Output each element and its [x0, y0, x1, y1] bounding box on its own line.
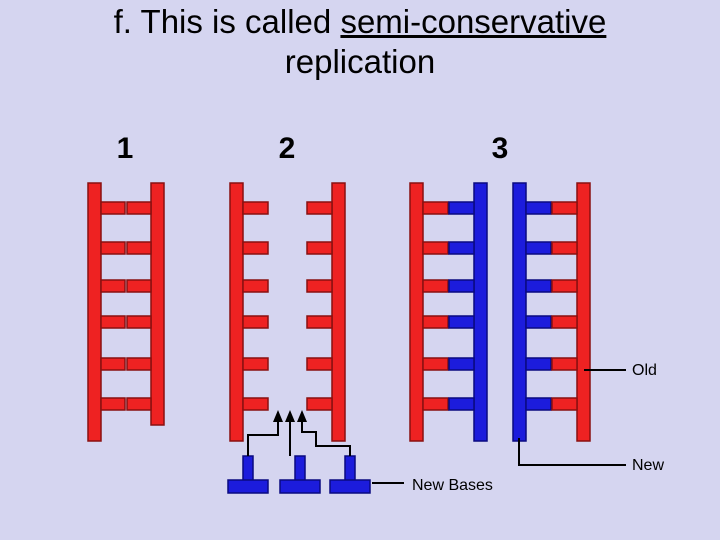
- old-base: [100, 279, 126, 293]
- arrow-line: [301, 420, 351, 456]
- old-base: [126, 397, 152, 411]
- old-base: [126, 201, 152, 215]
- new-bases-group: [227, 455, 371, 494]
- old-strand: [409, 182, 424, 442]
- new-base: [525, 279, 552, 293]
- old-strand-left: [87, 182, 102, 442]
- old-base: [100, 397, 126, 411]
- unpaired-base: [242, 315, 269, 329]
- unpaired-base: [306, 315, 333, 329]
- unpaired-base: [242, 241, 269, 255]
- arrowhead: [297, 410, 307, 422]
- old-base: [551, 397, 578, 411]
- stage-3-number: 3: [492, 132, 509, 165]
- daughter-dna-right: [512, 182, 591, 442]
- unpaired-base: [306, 357, 333, 371]
- new-base: [448, 241, 475, 255]
- title-emphasis: semi-conservative: [340, 3, 607, 40]
- stage-1-number: 1: [117, 132, 134, 165]
- new-base: [448, 201, 475, 215]
- new-base: [448, 357, 475, 371]
- new-base-stem: [344, 455, 356, 483]
- arrow-line: [247, 420, 279, 456]
- old-label: Old: [632, 362, 657, 379]
- new-pointer: [518, 438, 626, 466]
- unzipped-dna-ladder: [229, 182, 346, 442]
- new-strand: [473, 182, 488, 442]
- new-strand: [512, 182, 527, 442]
- old-base: [100, 357, 126, 371]
- unpaired-base: [306, 279, 333, 293]
- unpaired-base: [306, 241, 333, 255]
- unpaired-base: [242, 357, 269, 371]
- old-base: [422, 357, 449, 371]
- old-base: [422, 279, 449, 293]
- new-bases-label: New Bases: [412, 477, 493, 494]
- old-strand-right: [331, 182, 346, 442]
- old-base: [126, 315, 152, 329]
- slide-title: f. This is called semi-conservative repl…: [0, 2, 720, 82]
- original-dna-ladder: [87, 182, 165, 442]
- new-base: [448, 279, 475, 293]
- new-label: New: [632, 457, 664, 474]
- title-prefix: f. This is called: [113, 3, 341, 40]
- new-base-foot: [329, 479, 371, 494]
- old-base: [551, 357, 578, 371]
- new-base: [448, 315, 475, 329]
- pointer-lines: [247, 369, 626, 484]
- title-line2: replication: [284, 43, 436, 80]
- old-base: [551, 279, 578, 293]
- old-base: [422, 241, 449, 255]
- old-base: [422, 397, 449, 411]
- unpaired-base: [242, 201, 269, 215]
- unpaired-base: [242, 279, 269, 293]
- unpaired-base: [242, 397, 269, 411]
- new-base: [525, 397, 552, 411]
- old-base: [126, 357, 152, 371]
- new-base-foot: [279, 479, 321, 494]
- unpaired-base: [306, 397, 333, 411]
- new-base-stem: [294, 455, 306, 483]
- old-base: [126, 241, 152, 255]
- new-base: [525, 201, 552, 215]
- new-base: [525, 315, 552, 329]
- arrowhead: [273, 410, 283, 422]
- new-base-foot: [227, 479, 269, 494]
- arrowhead: [285, 410, 295, 422]
- old-base: [126, 279, 152, 293]
- old-strand-left: [229, 182, 244, 442]
- old-base: [100, 241, 126, 255]
- stage-2-number: 2: [279, 132, 296, 165]
- old-base: [422, 315, 449, 329]
- old-base: [100, 201, 126, 215]
- new-base: [448, 397, 475, 411]
- unpaired-base: [306, 201, 333, 215]
- old-base: [422, 201, 449, 215]
- new-base: [525, 357, 552, 371]
- old-base: [100, 315, 126, 329]
- daughter-dna-left: [409, 182, 488, 442]
- old-strand-right: [150, 182, 165, 426]
- new-base-stem: [242, 455, 254, 483]
- old-strand: [576, 182, 591, 442]
- old-base: [551, 315, 578, 329]
- old-base: [551, 201, 578, 215]
- new-base: [525, 241, 552, 255]
- old-base: [551, 241, 578, 255]
